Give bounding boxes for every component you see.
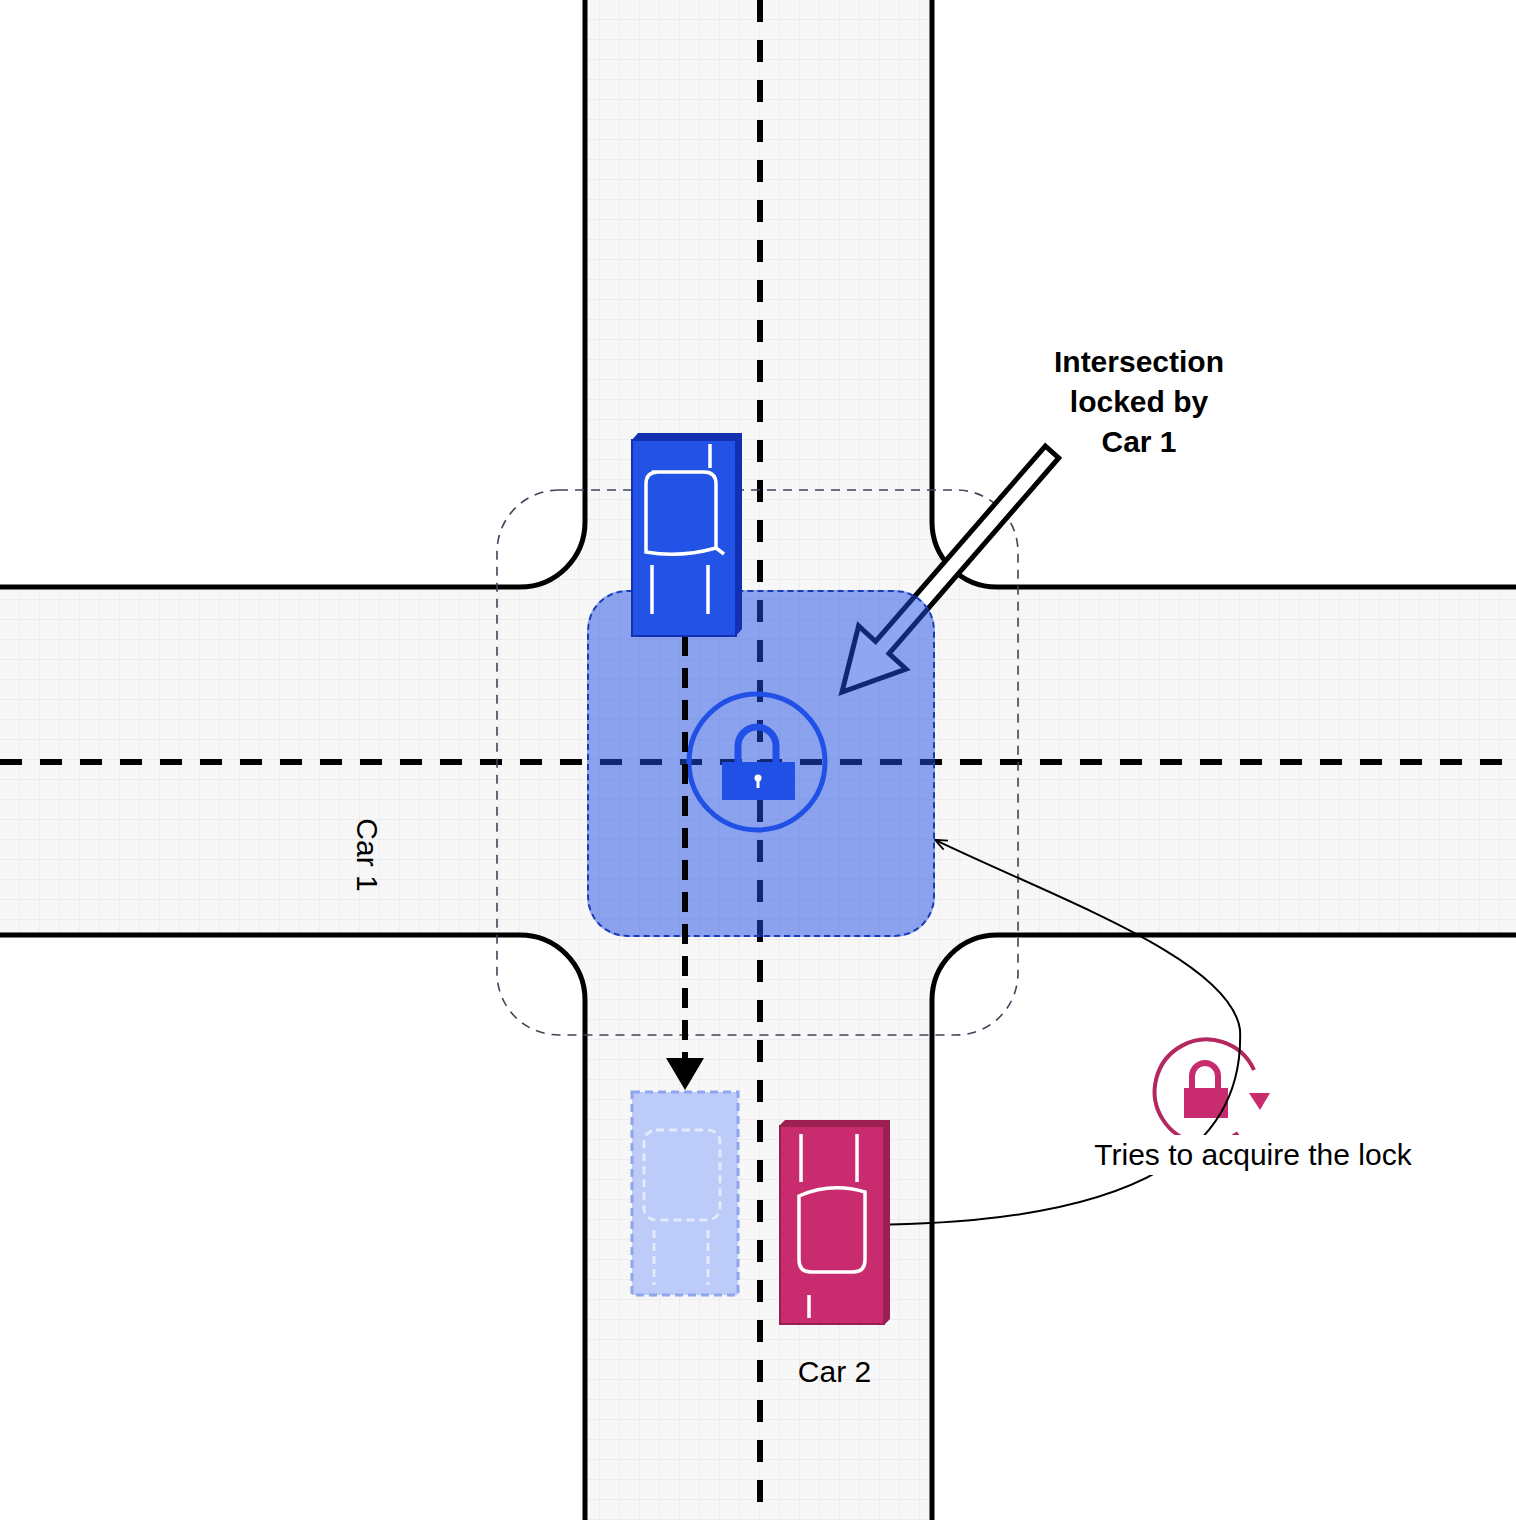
callout-text: Intersection locked by Car 1	[1044, 342, 1234, 462]
lock-attempt-icon	[1155, 1040, 1270, 1144]
car-label: Car 2	[740, 1352, 930, 1392]
car2-body	[779, 1120, 890, 1325]
edge-label: Tries to acquire the lock	[1090, 1135, 1415, 1175]
ghost-car	[632, 1092, 738, 1295]
locked-region: Intersection locked by Car 1	[587, 590, 935, 937]
car-box: Car 2	[779, 1120, 890, 1325]
car-label: Car 1	[347, 818, 387, 891]
